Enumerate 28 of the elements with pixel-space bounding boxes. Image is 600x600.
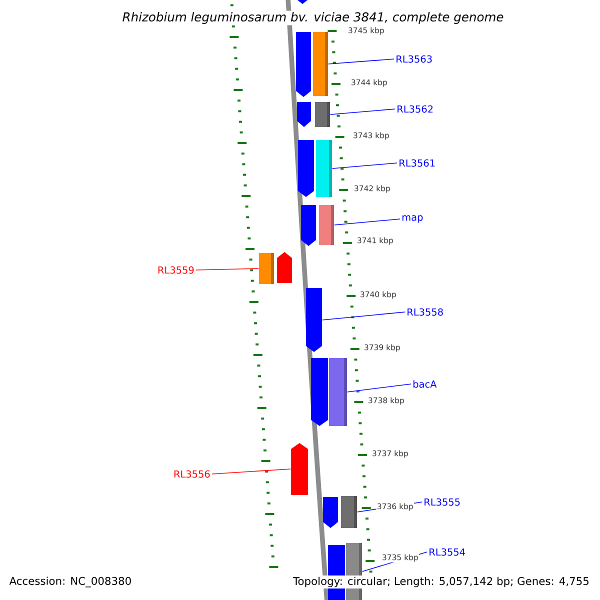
- gene-symbol: [291, 443, 308, 495]
- info-text: Accession: NC_008380: [9, 576, 131, 588]
- gene-label: RL3554: [430, 548, 465, 556]
- leader-line: [212, 468, 292, 474]
- leader-line: [332, 162, 398, 169]
- title: Rhizobium leguminosarum bv. viciae 3841, complete genome: [120, 10, 506, 26]
- gene-box: [313, 32, 328, 96]
- gene-label: RL3556: [174, 470, 210, 478]
- leader-line: [346, 384, 412, 392]
- gene-box: [319, 205, 334, 245]
- gene-label: RL3563: [396, 55, 432, 63]
- leader-line: [196, 268, 260, 270]
- gene-label: RL3561: [400, 159, 435, 167]
- gene-label: map: [402, 215, 423, 223]
- leader-line: [330, 108, 396, 115]
- leader-line: [322, 312, 406, 320]
- gene-label: RL3558: [408, 308, 443, 316]
- gene-symbol: [306, 288, 322, 352]
- gene-box: [316, 140, 332, 197]
- gene-box: [341, 496, 357, 528]
- gene-box: [329, 358, 347, 426]
- info-text: Topology: circular; Length: 5,057,142 bp; Genes: 4,755: [292, 576, 591, 588]
- gene-label: RL3562: [398, 105, 433, 113]
- gene-label: bacA: [413, 380, 437, 388]
- gene-box: [259, 253, 274, 284]
- gene-label: RL3555: [424, 498, 460, 506]
- gene-box: [315, 102, 330, 127]
- gene-label: RL3559: [158, 266, 194, 274]
